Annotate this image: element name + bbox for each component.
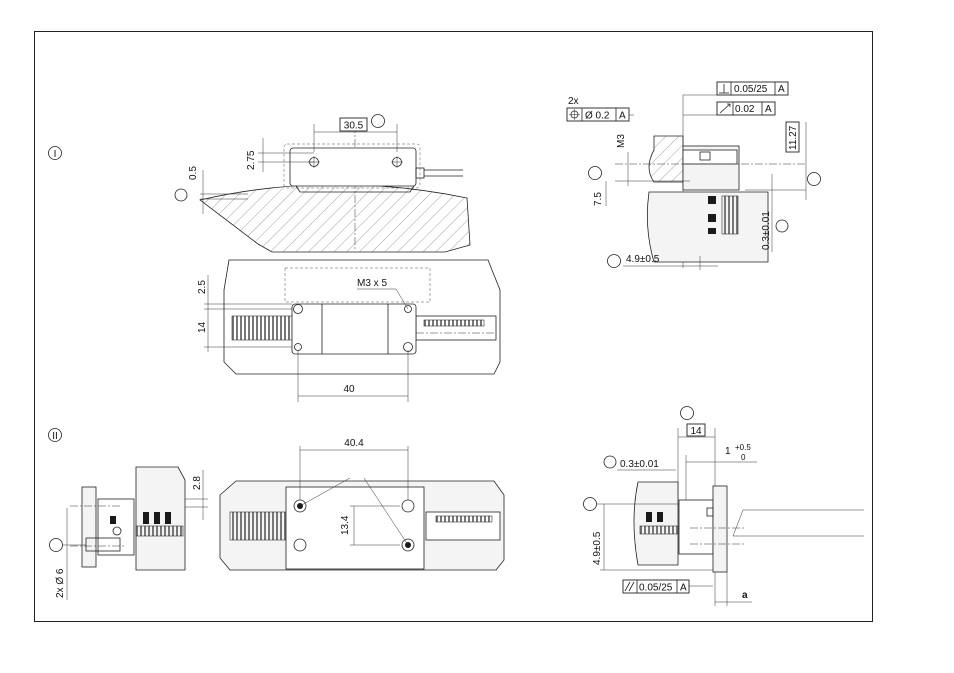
detail-bottom-right: 14 0.3±0.01 1 +0.5 0 4.9±0.5 — [583, 406, 864, 606]
perp-ref: A — [778, 84, 785, 95]
dim-30-5: 30.5 — [344, 121, 364, 132]
parallel-icon — [624, 581, 635, 592]
pos-tol: Ø 0.2 — [585, 111, 610, 122]
runout-ref: A — [765, 104, 772, 115]
view-i-marker — [48, 146, 62, 160]
detail-top-right: 2x Ø 0.2 A 0.05/25 A 0.02 A — [566, 81, 821, 270]
dim-4-9-br: 4.9±0.5 — [592, 531, 603, 565]
scan-head-plan — [291, 303, 417, 355]
datum-k-icon-br2 — [583, 497, 597, 511]
datum-k-icon-tr1 — [588, 166, 602, 180]
dim-0-3-tr: 0.3±0.01 — [761, 211, 772, 250]
scale-side-ii — [135, 525, 184, 537]
datum-k-icon-ii — [49, 538, 63, 552]
dim-0-3-br: 0.3±0.01 — [620, 459, 659, 470]
view-ii: II 2x Ø 6 2.8 — [48, 428, 505, 600]
dim-2-5: 2.5 — [197, 280, 208, 294]
runout-icon — [719, 103, 731, 114]
dim-14-i: 14 — [197, 321, 208, 333]
view-ii-marker-label: II — [52, 431, 58, 442]
tol-upper: +0.5 — [735, 443, 751, 452]
thread-label-i: M3 x 5 — [357, 278, 387, 289]
pos-ref: A — [619, 111, 626, 122]
ii-hole-br — [401, 538, 415, 552]
thread-m3: M3 — [616, 134, 627, 148]
scan-head — [289, 147, 417, 187]
drum-section — [199, 184, 471, 253]
dim-7-5: 7.5 — [593, 192, 604, 206]
drawing-frame — [34, 31, 873, 622]
view-i-marker-label: I — [54, 149, 57, 160]
scale-tape-right — [415, 315, 497, 341]
perp-tol: 0.05/25 — [734, 84, 768, 95]
dim-40-4: 40.4 — [344, 438, 364, 449]
dim-11-27: 11.27 — [788, 125, 799, 150]
datum-h1-icon — [174, 188, 188, 202]
dim-40: 40 — [343, 384, 355, 395]
datum-h3-icon — [775, 219, 789, 233]
dim-14-br: 14 — [690, 426, 702, 437]
dim-4-9-tr: 4.9±0.5 — [626, 254, 660, 265]
mount-plate-ii — [285, 486, 425, 570]
dim-2x-d6: 2x Ø 6 — [55, 568, 66, 598]
view-i: I 30.5 2.75 0.5 — [48, 114, 501, 402]
ii-hole-bl — [293, 538, 307, 552]
gap-a: a — [742, 590, 748, 601]
datum-k-icon-br1 — [680, 406, 694, 420]
scale-tape-left — [231, 315, 293, 341]
mount-surface — [223, 259, 501, 375]
dim-13-4: 13.4 — [340, 515, 351, 535]
plan-hole-tr — [404, 305, 412, 313]
view-ii-marker — [48, 428, 62, 442]
count-2x: 2x — [568, 96, 579, 107]
par-tol: 0.05/25 — [639, 583, 673, 594]
tol-lower: 0 — [741, 453, 746, 462]
dim-2-8: 2.8 — [192, 476, 203, 490]
dim-2-75: 2.75 — [246, 150, 257, 170]
dim-0-5: 0.5 — [188, 166, 199, 180]
datum-h3-icon-br — [603, 455, 617, 469]
runout-tol: 0.02 — [735, 104, 755, 115]
datum-k-icon — [371, 114, 385, 128]
plan-hole-tl — [293, 304, 303, 314]
dim-1: 1 — [725, 446, 731, 457]
datum-k-icon-tr2 — [807, 172, 821, 186]
datum-k-icon-tr3 — [607, 254, 621, 268]
par-ref: A — [680, 583, 687, 594]
